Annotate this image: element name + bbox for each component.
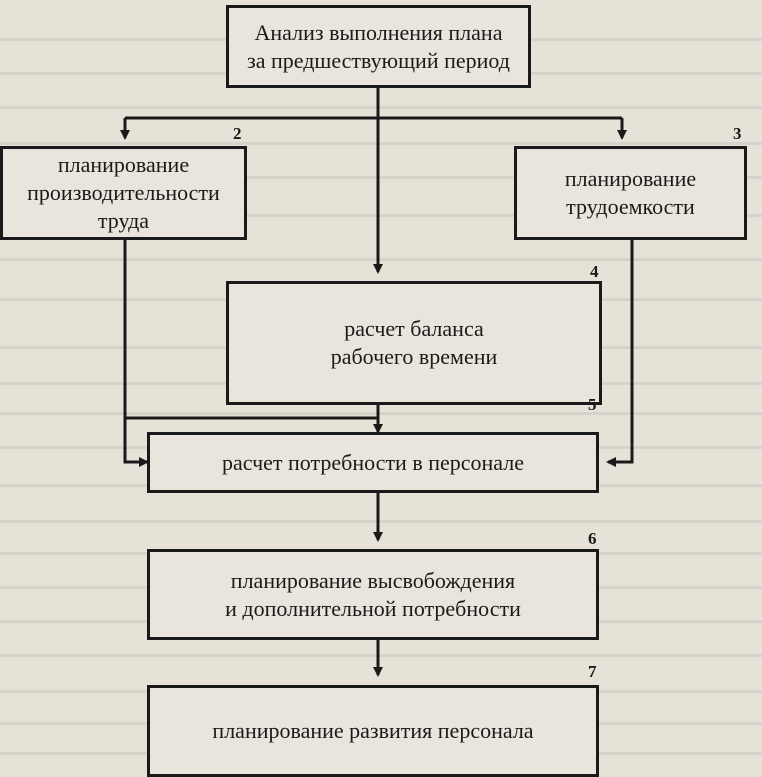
arrow-2-to-5 [123,240,149,467]
box-personnel-development-label: планирование развития персонала [212,718,534,743]
box-work-time-balance-number: 4 [590,262,599,281]
box-plan-analysis-label: Анализ выполнения плана за предшествующи… [247,19,510,73]
box-release-and-additional-need-number: 6 [588,529,597,548]
box-personnel-need: расчет потребности в персонале [147,432,599,493]
box-labor-intensity-planning-number: 3 [733,124,742,143]
box-productivity-planning-label: планирование производительности труда [27,152,220,233]
box-work-time-balance: расчет баланса рабочего времени [226,281,602,405]
box-personnel-need-label: расчет потребности в персонале [222,449,524,475]
box-release-and-additional-need: планирование высвобождения и дополнитель… [147,549,599,640]
box-personnel-development: планирование развития персонала [147,685,599,777]
box-release-and-additional-need-label: планирование высвобождения и дополнитель… [225,567,521,621]
box-personnel-development-number: 7 [588,662,597,681]
box-productivity-planning-number: 2 [233,124,242,143]
box-productivity-planning: планирование производительности труда [0,146,247,240]
box-labor-intensity-planning: планирование трудоемкости [514,146,747,240]
box-labor-intensity-planning-label: планирование трудоемкости [564,166,697,219]
box-personnel-need-number: 5 [588,395,597,414]
box-work-time-balance-label: расчет баланса рабочего времени [330,316,498,369]
arrow-3-to-5 [606,240,634,467]
box-plan-analysis: Анализ выполнения плана за предшествующи… [226,5,531,88]
